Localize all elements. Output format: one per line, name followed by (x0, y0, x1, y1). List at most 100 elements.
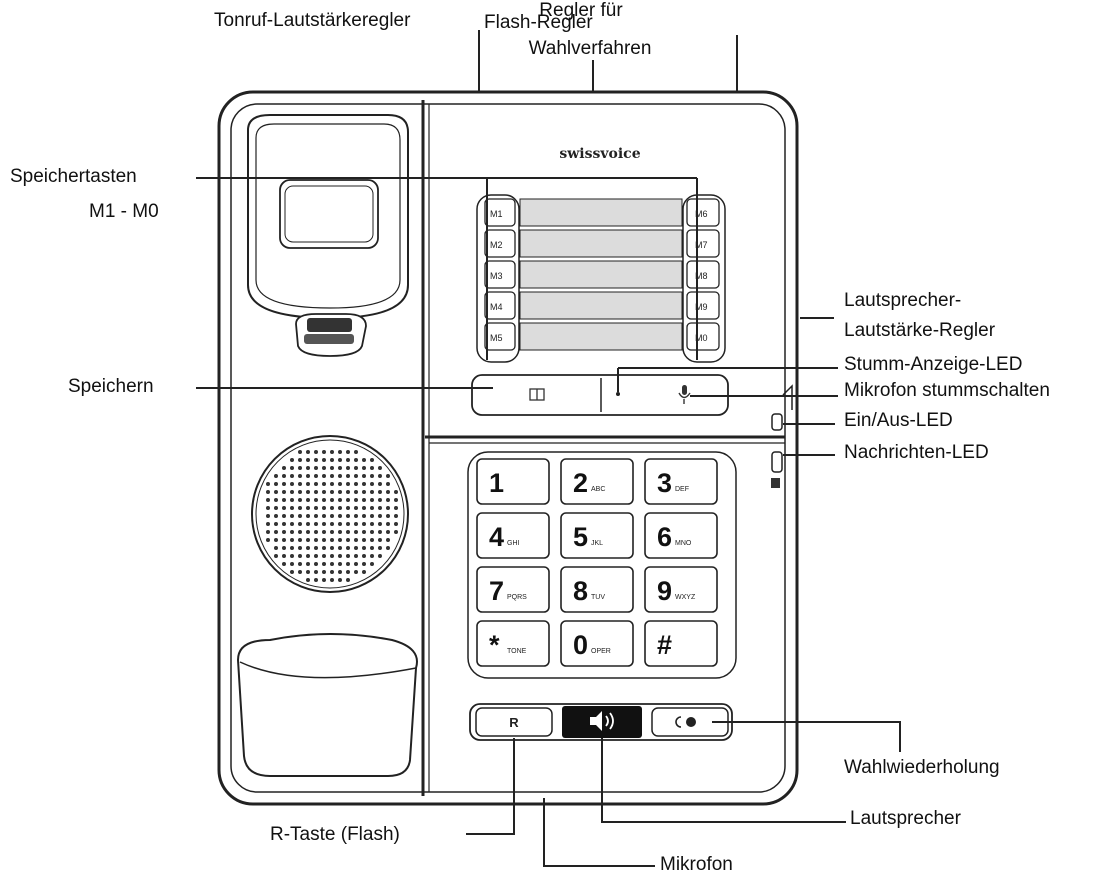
grille-dot (338, 458, 342, 462)
grille-dot (330, 482, 334, 486)
grille-dot (338, 578, 342, 582)
mute-button[interactable] (604, 378, 725, 412)
grille-dot (354, 458, 358, 462)
grille-dot (386, 538, 390, 542)
grille-dot (306, 466, 310, 470)
keypad-digit: 6 (657, 522, 672, 552)
grille-dot (362, 522, 366, 526)
memory-key-m3[interactable] (484, 260, 516, 289)
grille-dot (370, 522, 374, 526)
grille-dot (298, 522, 302, 526)
grille-dot (266, 522, 270, 526)
grille-dot (274, 482, 278, 486)
keypad-digit: * (489, 630, 500, 660)
grille-dot (370, 498, 374, 502)
grille-dot (370, 562, 374, 566)
grille-dot (354, 530, 358, 534)
grille-dot (378, 514, 382, 518)
keypad-key-1[interactable] (476, 458, 550, 505)
keypad-key-2[interactable] (560, 458, 634, 505)
hook-switch-base (304, 334, 354, 344)
keypad-key-0[interactable] (560, 620, 634, 667)
grille-dot (346, 546, 350, 550)
keypad-key-3[interactable] (644, 458, 718, 505)
message-led (771, 451, 783, 473)
memory-key-m8[interactable] (686, 260, 720, 289)
grille-dot (266, 538, 270, 542)
grille-dot (298, 458, 302, 462)
keypad-letters: PQRS (507, 594, 527, 601)
memory-key-m7[interactable] (686, 229, 720, 258)
grille-dot (314, 482, 318, 486)
grille-dot (298, 450, 302, 454)
memory-key-m9[interactable] (686, 291, 720, 320)
memory-key-m5[interactable] (484, 322, 516, 351)
grille-dot (330, 530, 334, 534)
grille-dot (362, 546, 366, 550)
memory-key-label: M8 (695, 271, 708, 281)
grille-dot (386, 514, 390, 518)
grille-dot (378, 498, 382, 502)
grille-dot (330, 474, 334, 478)
keypad-key-8[interactable] (560, 566, 634, 613)
memory-key-m6[interactable] (686, 198, 720, 227)
grille-dot (306, 506, 310, 510)
memory-key-label: M2 (490, 240, 503, 250)
memory-key-m2[interactable] (484, 229, 516, 258)
memory-key-m1[interactable] (484, 198, 516, 227)
grille-dot (322, 474, 326, 478)
label-speaker-volume-2: Lautstärke-Regler (844, 320, 996, 341)
grille-dot (370, 514, 374, 518)
power-led (771, 413, 783, 431)
grille-dot (266, 482, 270, 486)
keypad-key-7[interactable] (476, 566, 550, 613)
grille-dot (346, 450, 350, 454)
grille-dot (346, 498, 350, 502)
grille-dot (282, 506, 286, 510)
grille-dot (346, 522, 350, 526)
grille-dot (386, 498, 390, 502)
grille-dot (362, 490, 366, 494)
keypad-key-6[interactable] (644, 512, 718, 559)
label-ringer-volume: Tonruf-Lautstärkeregler (214, 10, 411, 31)
grille-dot (290, 538, 294, 542)
keypad-digit: 9 (657, 576, 672, 606)
grille-dot (378, 538, 382, 542)
grille-dot (338, 530, 342, 534)
speaker-grille-dots (266, 450, 398, 582)
memory-key-m0[interactable] (686, 322, 720, 351)
grille-dot (306, 538, 310, 542)
grille-dot (282, 514, 286, 518)
grille-dot (370, 466, 374, 470)
grille-dot (266, 490, 270, 494)
keypad-key-4[interactable] (476, 512, 550, 559)
r-button[interactable] (475, 707, 553, 737)
grille-dot (370, 482, 374, 486)
grille-dot (314, 490, 318, 494)
grille-dot (354, 498, 358, 502)
pointer-redial (712, 721, 901, 752)
keypad-letters: TONE (507, 648, 527, 655)
keypad-letters: GHI (507, 540, 520, 547)
grille-dot (282, 498, 286, 502)
grille-dot (266, 530, 270, 534)
grille-dot (282, 538, 286, 542)
pointer-r-key (466, 738, 515, 835)
keypad-key-5[interactable] (560, 512, 634, 559)
memory-key-label: M5 (490, 333, 503, 343)
grille-dot (314, 562, 318, 566)
grille-dot (314, 578, 318, 582)
memory-key-m4[interactable] (484, 291, 516, 320)
speaker-volume-slider[interactable] (782, 384, 793, 410)
keypad-key-9[interactable] (644, 566, 718, 613)
speaker-icon (590, 711, 602, 731)
keypad-key-hash[interactable] (644, 620, 718, 667)
label-message-led: Nachrichten-LED (844, 442, 989, 463)
keypad-key-star[interactable] (476, 620, 550, 667)
grille-dot (378, 546, 382, 550)
grille-dot (354, 546, 358, 550)
grille-dot (314, 474, 318, 478)
grille-dot (322, 466, 326, 470)
label-store: Speichern (68, 376, 154, 397)
